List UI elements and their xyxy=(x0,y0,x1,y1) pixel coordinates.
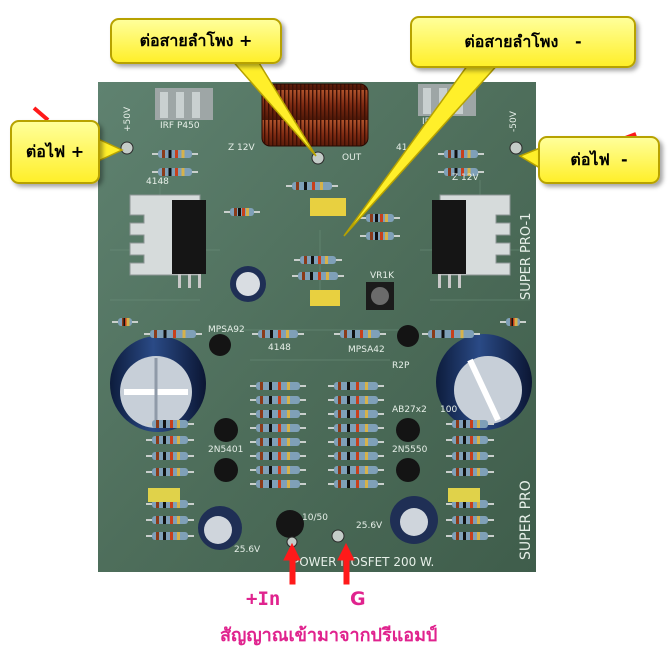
resistor xyxy=(294,256,342,264)
resistor xyxy=(360,232,400,240)
resistor xyxy=(292,272,344,280)
small-transistors xyxy=(209,325,420,482)
resistor xyxy=(146,452,194,460)
marking-zener-left: Z 12V xyxy=(228,143,255,153)
resistor xyxy=(146,420,194,428)
resistor xyxy=(500,318,526,326)
resistor xyxy=(328,466,384,474)
resistor xyxy=(146,468,194,476)
resistor xyxy=(328,424,384,432)
marking-brand-top: SUPER PRO-1 xyxy=(519,213,534,300)
resistor xyxy=(250,480,306,488)
resistor xyxy=(328,452,384,460)
resistor xyxy=(446,420,494,428)
resistor xyxy=(112,318,138,326)
marking-r2p: R2P xyxy=(392,361,410,371)
resistor xyxy=(446,436,494,444)
marking-vr1k: VR1K xyxy=(370,271,395,281)
resistor xyxy=(252,330,304,338)
callout-power-minus: ต่อไฟ - xyxy=(538,136,660,184)
heatsink-top-left xyxy=(155,88,213,120)
resistor xyxy=(328,382,384,390)
marking-diode-top-left: 4148 xyxy=(146,177,169,187)
marking-out: OUT xyxy=(342,153,362,163)
resistor xyxy=(250,382,306,390)
marking-cap-10-50: 10/50 xyxy=(302,513,328,523)
resistor xyxy=(438,150,484,158)
heatsink-mid-left xyxy=(129,194,206,288)
resistor xyxy=(250,410,306,418)
resistor-bank xyxy=(112,150,526,540)
marking-irf-left: IRF P450 xyxy=(160,121,200,131)
resistor xyxy=(328,396,384,404)
trimmer-pot xyxy=(366,282,394,310)
marking-brand-side: SUPER PRO xyxy=(518,480,534,560)
resistor xyxy=(328,438,384,446)
output-coil xyxy=(261,83,369,147)
resistor xyxy=(152,168,198,176)
label-input-plus: +In xyxy=(246,588,281,610)
resistor xyxy=(286,182,338,190)
resistor xyxy=(360,214,400,222)
resistor xyxy=(250,452,306,460)
callout-power-plus: ต่อไฟ + xyxy=(10,120,100,184)
resistor xyxy=(446,452,494,460)
resistor xyxy=(250,424,306,432)
resistor xyxy=(250,438,306,446)
small-capacitors xyxy=(198,266,438,550)
resistor xyxy=(144,330,202,338)
film-capacitors xyxy=(148,198,480,502)
marking-cap-100: 100 xyxy=(440,405,457,415)
resistor xyxy=(146,516,194,524)
callout-speaker-minus: ต่อสายลำโพง - xyxy=(410,16,636,68)
marking-zener-right: Z 12V xyxy=(452,173,479,183)
resistor xyxy=(446,468,494,476)
resistor xyxy=(446,532,494,540)
marking-transistor-left: 2N5401 xyxy=(208,445,243,455)
marking-r-ab27: AB27x2 xyxy=(392,405,427,415)
resistor xyxy=(334,330,386,338)
resistor xyxy=(328,410,384,418)
resistor xyxy=(146,532,194,540)
callout-speaker-plus: ต่อสายลำโพง + xyxy=(110,18,282,64)
label-signal-from-preamp: สัญญาณเข้ามาจากปรีแอมป์ xyxy=(220,625,438,646)
marking-mpsa42: MPSA42 xyxy=(348,345,385,355)
resistor xyxy=(146,436,194,444)
marking-rail-minus: -50V xyxy=(509,110,519,132)
marking-transistor-right: 2N5550 xyxy=(392,445,428,455)
resistor xyxy=(250,396,306,404)
marking-mpsa92: MPSA92 xyxy=(208,325,245,335)
resistor xyxy=(438,168,484,176)
big-capacitor-right xyxy=(436,334,532,430)
resistor xyxy=(422,330,480,338)
marking-footer: POWER MOSFET 200 W. xyxy=(292,555,434,569)
resistor xyxy=(328,480,384,488)
label-ground: G xyxy=(350,588,366,610)
marking-cap-25-6v-left: 25.6V xyxy=(234,545,261,555)
red-arrows xyxy=(32,106,637,585)
resistor xyxy=(152,150,198,158)
marking-diode-mid: 4148 xyxy=(268,343,291,353)
marking-rail-plus: +50V xyxy=(123,106,133,132)
marking-cap-25-6v: 25.6V xyxy=(356,521,383,531)
big-capacitor-left xyxy=(110,336,206,432)
resistor xyxy=(446,516,494,524)
heatsink-mid-right xyxy=(432,194,511,288)
resistor xyxy=(250,466,306,474)
resistor xyxy=(224,208,260,216)
